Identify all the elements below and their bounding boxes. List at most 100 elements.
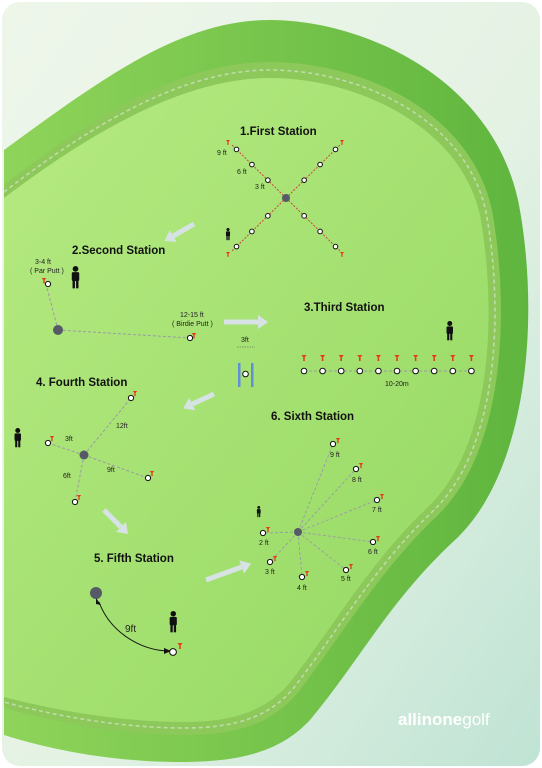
- fifth-arrow-head-end: [164, 648, 171, 654]
- golf-ball: [317, 161, 323, 168]
- tee-marker: [225, 140, 231, 145]
- golf-ball: [468, 367, 475, 375]
- fifth-station-hole: [90, 587, 102, 599]
- fifth-distance-label: 9ft: [125, 624, 136, 635]
- tee-marker: [357, 355, 363, 361]
- third-station-balls: [300, 355, 475, 375]
- tee-marker: [339, 252, 345, 257]
- golf-ball: [342, 566, 350, 574]
- golf-ball: [373, 496, 381, 504]
- golf-ball: [249, 161, 255, 168]
- sixth-station-title: 6. Sixth Station: [271, 411, 354, 423]
- fourth-station-balls: [44, 391, 155, 506]
- golf-ball: [337, 367, 345, 375]
- second-line-short: [45, 283, 59, 331]
- tee-marker: [149, 471, 155, 477]
- tee-marker: [49, 436, 55, 442]
- fifth-station-title: 5. Fifth Station: [94, 553, 174, 565]
- tee-marker: [335, 438, 341, 444]
- tee-marker: [339, 140, 345, 145]
- third-gate-left-stick: [238, 363, 241, 387]
- golf-ball: [301, 213, 307, 219]
- second-label-par-putt: ( Par Putt ): [30, 268, 64, 275]
- tee-marker: [265, 527, 271, 533]
- golf-ball: [393, 367, 401, 375]
- golf-ball: [233, 146, 240, 153]
- golf-ball: [430, 367, 438, 375]
- sixth-label-5ft: 5 ft: [341, 576, 351, 583]
- golf-ball: [300, 367, 308, 375]
- golfer-icon: [225, 228, 231, 241]
- tee-marker: [375, 536, 381, 542]
- sixth-station-balls: [259, 438, 385, 581]
- second-station-hole: [53, 325, 63, 335]
- golf-ball: [319, 367, 326, 375]
- sixth-label-3ft: 3 ft: [265, 569, 275, 576]
- third-gate-ball: [242, 370, 249, 378]
- flow-arrow-fifth-to-sixth: [205, 560, 252, 583]
- first-label-3ft: 3 ft: [255, 184, 265, 191]
- tee-marker: [358, 463, 364, 469]
- fifth-station-arc: [98, 601, 169, 652]
- fourth-label-9ft: 9ft: [107, 467, 115, 474]
- tee-marker: [225, 252, 231, 257]
- golf-ball: [44, 280, 52, 288]
- first-station-lines: [230, 143, 342, 253]
- golf-ball: [249, 228, 255, 235]
- tee-marker: [413, 355, 419, 361]
- third-range-label: 10-20m: [385, 381, 409, 388]
- golf-ball: [144, 474, 152, 482]
- golf-ball: [265, 177, 271, 183]
- golfer-icon: [446, 321, 453, 341]
- golf-ball: [375, 367, 382, 375]
- third-gate-label: 3ft: [241, 337, 249, 344]
- flow-arrow-fourth-to-fifth: [102, 508, 129, 535]
- second-label-birdie-putt: ( Birdie Putt ): [172, 321, 213, 328]
- sixth-label-8ft: 8 ft: [352, 477, 362, 484]
- golf-ball: [127, 394, 135, 402]
- tee-marker: [468, 355, 474, 361]
- brand-wordmark: allinonegolf: [398, 710, 490, 729]
- tee-marker: [132, 391, 138, 397]
- golf-ball: [265, 213, 271, 219]
- golf-ball: [352, 465, 360, 473]
- second-line-long: [57, 329, 191, 339]
- golf-ball: [44, 439, 52, 447]
- golf-ball: [317, 228, 323, 235]
- sixth-label-6ft: 6 ft: [368, 549, 378, 556]
- golf-ball: [266, 558, 274, 566]
- golf-ball: [169, 648, 177, 656]
- golf-ball: [301, 177, 307, 183]
- second-station: 2.Second Station 3-4 ft ( Par Putt ) 12-…: [30, 245, 213, 342]
- fourth-label-6ft: 6ft: [63, 473, 71, 480]
- golf-ball: [186, 334, 194, 342]
- first-station-title: 1.First Station: [240, 126, 317, 138]
- station-flow-arrows: [102, 221, 268, 583]
- first-station-balls: [225, 140, 345, 257]
- flow-arrow-second-to-third: [224, 315, 268, 329]
- tee-marker: [394, 355, 400, 361]
- sixth-station-hole: [294, 528, 302, 536]
- fourth-label-12ft: 12ft: [116, 423, 128, 430]
- first-label-6ft: 6 ft: [237, 169, 247, 176]
- tee-marker: [348, 564, 354, 570]
- fifth-station-balls: [169, 643, 183, 656]
- brand-logo: allinonegolf: [398, 710, 490, 729]
- tee-marker: [272, 556, 278, 562]
- green-putting-surface: [4, 78, 489, 722]
- golf-ball: [259, 529, 267, 537]
- tee-marker: [450, 355, 456, 361]
- flow-arrow-first-to-second: [164, 221, 196, 243]
- sixth-label-9ft: 9 ft: [330, 452, 340, 459]
- golf-ball: [332, 146, 339, 153]
- tee-marker: [191, 333, 197, 339]
- golf-ball: [332, 243, 339, 250]
- fourth-station-hole: [79, 450, 89, 460]
- tee-marker: [379, 494, 385, 500]
- third-station-title: 3.Third Station: [304, 302, 385, 314]
- golfer-icon: [169, 611, 177, 633]
- third-station: 3.Third Station 3ft 10-20m: [237, 302, 475, 388]
- first-station-hole: [282, 194, 290, 202]
